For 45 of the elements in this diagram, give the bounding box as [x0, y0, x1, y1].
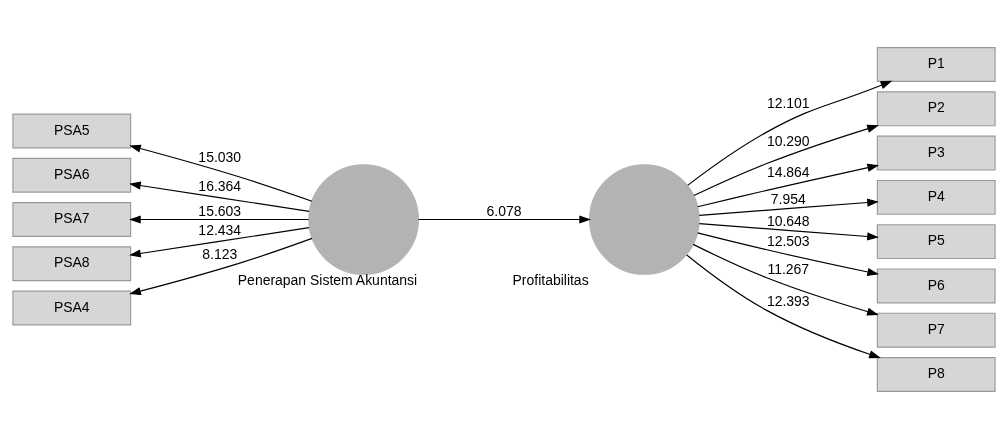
node-box: P2: [876, 90, 996, 126]
edge-label: 8.123: [202, 245, 238, 262]
node-box: PSA7: [12, 201, 132, 237]
edge-label: 15.603: [198, 202, 242, 219]
edge-label: 10.290: [766, 132, 810, 149]
arrow: [697, 163, 880, 207]
arrow: [129, 214, 310, 224]
edge-label: 12.393: [766, 292, 810, 309]
node-label: Profitabilitas: [512, 271, 589, 288]
node-box: P1: [876, 46, 996, 82]
edge-label: 12.503: [766, 232, 810, 249]
edge-label: 12.434: [198, 221, 242, 238]
arrow: [698, 222, 879, 241]
edge-label: 12.101: [766, 94, 810, 111]
node-box: P5: [876, 223, 996, 259]
edge-label: 7.954: [770, 190, 806, 207]
node-box: PSA5: [12, 113, 132, 148]
edge-label: 10.648: [766, 212, 810, 229]
node-box: P7: [876, 312, 996, 348]
arrow: [129, 226, 310, 257]
edge-label: 14.864: [766, 163, 810, 180]
node-box: P3: [876, 135, 996, 171]
node-box: P4: [876, 179, 996, 215]
arrow: [417, 214, 591, 224]
arrow: [129, 144, 313, 202]
arrow: [698, 197, 879, 216]
edge-label: 16.364: [198, 177, 242, 194]
node-box: P6: [876, 267, 996, 303]
node-box: PSA6: [12, 157, 132, 193]
arrow: [687, 80, 893, 186]
arrow: [129, 237, 313, 295]
arrow: [692, 243, 879, 316]
edge-label: 11.267: [767, 260, 810, 277]
edge-label: 6.078: [486, 202, 522, 219]
arrow: [686, 253, 881, 358]
node-box: P8: [876, 356, 996, 392]
node-box: PSA4: [12, 290, 132, 325]
arrow: [697, 231, 880, 276]
node-circle: [589, 163, 700, 275]
node-circle: [308, 163, 419, 275]
node-box: PSA8: [12, 245, 132, 281]
node-label: Penerapan Sistem Akuntansi: [237, 271, 418, 288]
arrow: [693, 124, 879, 196]
edge-label: 15.030: [198, 148, 242, 165]
arrow: [129, 181, 310, 212]
